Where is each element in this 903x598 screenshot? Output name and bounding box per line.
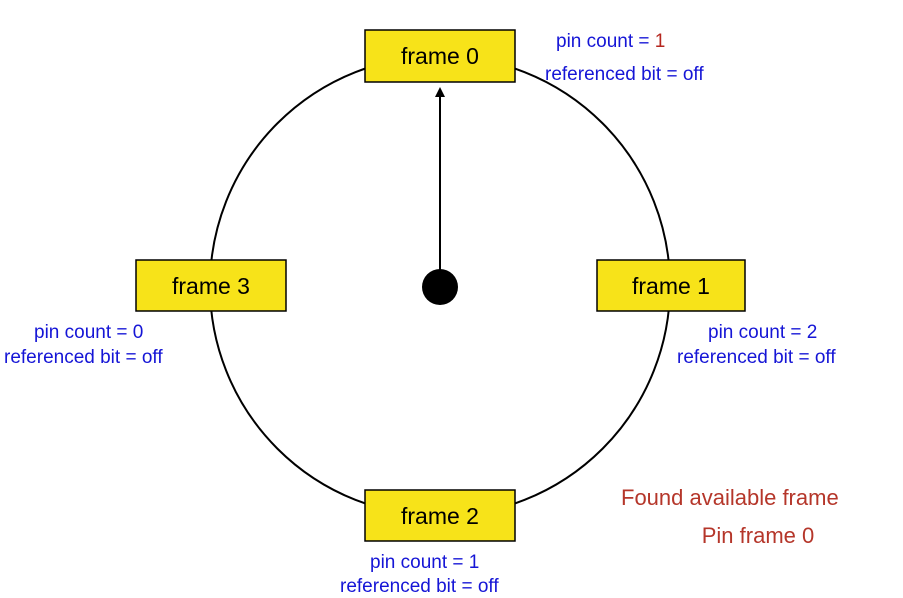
frame-0-box (364, 29, 516, 83)
frame-1-pin-count-label: pin count = (708, 322, 807, 343)
frame-1-label: frame 1 (632, 273, 710, 299)
frame-2-pin-count: pin count = 1 (370, 552, 479, 573)
clock-hand-pivot (422, 269, 458, 305)
frame-3-pin-count-label: pin count = (34, 322, 133, 343)
frame-2-pin-count-label: pin count = (370, 552, 469, 573)
frame-2-pin-count-value: 1 (469, 552, 480, 573)
frame-0-referenced-bit: referenced bit = off (545, 64, 704, 85)
frame-0: frame 0 (364, 29, 516, 83)
frame-1-pin-count-value: 2 (807, 322, 818, 343)
frame-2-referenced-bit: referenced bit = off (340, 576, 499, 597)
frame-1-pin-count: pin count = 2 (708, 322, 817, 343)
frame-0-label: frame 0 (401, 43, 479, 69)
frame-0-pin-count: pin count = 1 (556, 31, 665, 52)
frame-1: frame 1 (596, 259, 746, 312)
status-message-line-2: Pin frame 0 (702, 523, 815, 548)
frame-2: frame 2 (364, 489, 516, 542)
frame-0-pin-count-label: pin count = (556, 31, 655, 52)
status-message-line-1: Found available frame (621, 485, 839, 510)
frame-1-box (596, 259, 746, 312)
frame-3: frame 3 (135, 259, 287, 312)
frame-3-pin-count-value: 0 (133, 322, 144, 343)
frame-3-box (135, 259, 287, 312)
frame-2-box (364, 489, 516, 542)
frame-2-label: frame 2 (401, 503, 479, 529)
frame-3-label: frame 3 (172, 273, 250, 299)
frame-3-pin-count: pin count = 0 (34, 322, 143, 343)
frame-1-referenced-bit: referenced bit = off (677, 347, 836, 368)
frame-0-pin-count-value: 1 (655, 31, 666, 52)
frame-3-referenced-bit: referenced bit = off (4, 347, 163, 368)
